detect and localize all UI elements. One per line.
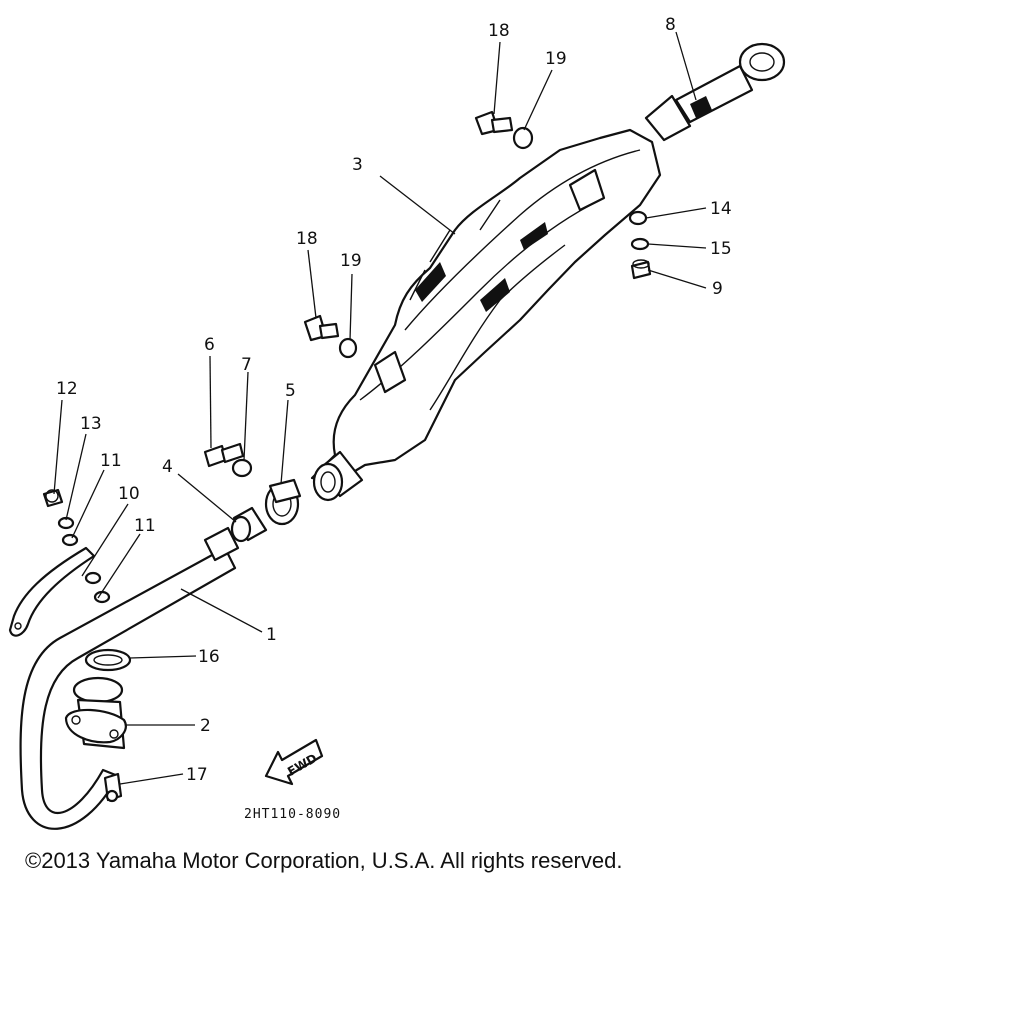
callout-19-upper: 19 [545, 49, 567, 69]
exhaust-parts-diagram: 1 2 3 4 5 6 7 8 9 10 11 11 12 13 14 15 1… [8, 15, 786, 830]
diagram-code: 2HT110-8090 [244, 807, 341, 822]
forward-direction-arrow: FWD [264, 738, 324, 786]
muffler-body [310, 128, 662, 482]
callout-6: 6 [204, 335, 215, 355]
callout-11-lower: 11 [134, 516, 156, 536]
callout-18-lower: 18 [296, 229, 318, 249]
bracket-bolt [630, 259, 652, 280]
callout-10: 10 [118, 484, 140, 504]
clamp-bolt [203, 442, 245, 468]
callout-17: 17 [186, 765, 208, 785]
callout-5: 5 [285, 381, 296, 401]
tail-pipe [644, 42, 786, 142]
mount-bolt-lower [303, 314, 340, 342]
flange-stud-bolt [103, 772, 123, 803]
callout-4: 4 [162, 457, 173, 477]
callout-9: 9 [712, 279, 723, 299]
callout-7: 7 [241, 355, 252, 375]
callout-11-upper: 11 [100, 451, 122, 471]
nut [628, 210, 648, 226]
leader-lines [53, 31, 707, 785]
callout-18-upper: 18 [488, 21, 510, 41]
callout-8: 8 [665, 15, 676, 35]
mount-washer-lower [338, 337, 358, 359]
muffler-inlet [312, 450, 364, 502]
callout-13: 13 [80, 414, 102, 434]
muffler-clamp [264, 478, 302, 526]
gasket-ring-inner [93, 654, 123, 666]
copyright-notice: ©2013 Yamaha Motor Corporation, U.S.A. A… [25, 848, 623, 873]
callout-19-lower: 19 [340, 251, 362, 271]
callout-1: 1 [266, 625, 277, 645]
spring-washer [630, 237, 650, 251]
stay-washer [57, 516, 79, 547]
callout-2: 2 [200, 716, 211, 736]
callout-14: 14 [710, 199, 732, 219]
stay-bolt [42, 488, 64, 508]
clamp-washer [231, 458, 253, 478]
exhaust-flange [64, 708, 127, 744]
callout-12: 12 [56, 379, 78, 399]
mount-bolt-upper [474, 110, 514, 136]
callout-15: 15 [710, 239, 732, 259]
mount-washer-upper [512, 126, 534, 150]
callout-labels: 1 2 3 4 5 6 7 8 9 10 11 11 12 13 14 15 1… [56, 15, 732, 785]
pipe-stay-bracket [8, 546, 96, 637]
gasket-ring [84, 648, 132, 672]
pipe-joint [230, 506, 268, 543]
callout-3: 3 [352, 155, 363, 175]
callout-16: 16 [198, 647, 220, 667]
